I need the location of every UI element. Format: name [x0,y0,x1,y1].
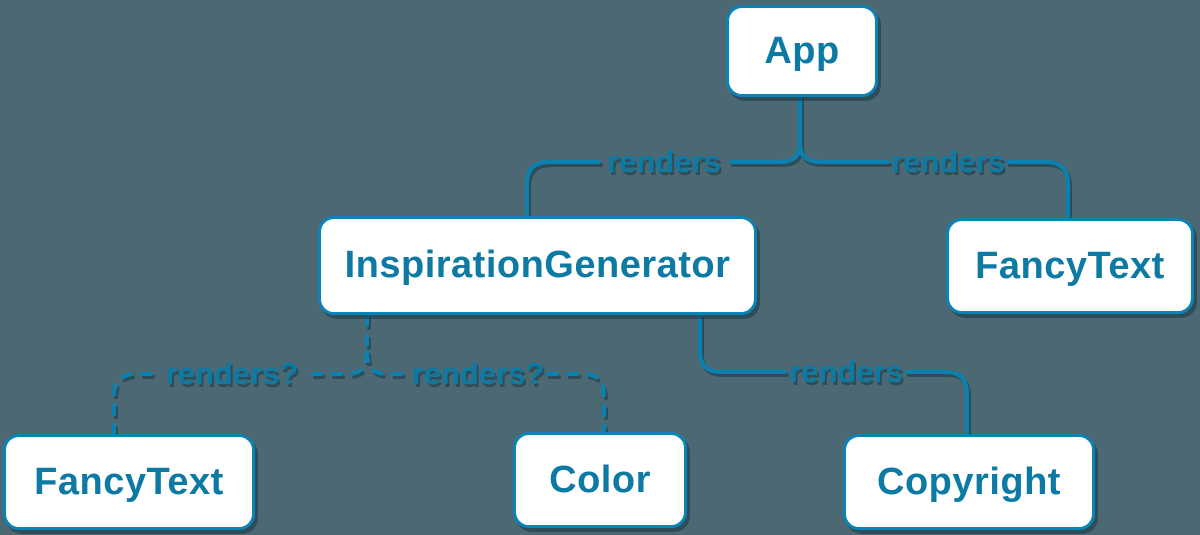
edge-inspiration-color-fork [365,350,412,376]
edge-app-fancytext-right [1006,160,1070,218]
edge-label-inspiration-fancytext: renders? [165,356,299,391]
solid-edges [525,94,1070,434]
edge-label-inspiration-copyright: renders [789,354,903,389]
edge-label-inspiration-color: renders? [411,356,545,391]
node-fancy-text-top-label: FancyText [975,244,1165,287]
edge-label-app-inspiration: renders [607,144,721,179]
node-color: Color [513,432,687,528]
edge-inspiration-copyright-left [698,314,787,374]
node-fancy-text-top: FancyText [946,218,1194,314]
edge-app-inspiration-left [525,160,601,216]
edge-inspiration-color-corner [546,372,606,432]
node-app: App [726,5,878,97]
node-app-label: App [764,29,840,72]
edge-inspiration-copyright-right [905,370,969,434]
edge-inspiration-fancytext-corner [112,372,153,434]
edge-inspiration-fancytext-fork [311,350,369,376]
node-copyright: Copyright [843,434,1095,530]
edge-label-app-fancytext: renders [891,144,1005,179]
node-inspiration-generator-label: InspirationGenerator [344,244,731,286]
node-inspiration-generator: InspirationGenerator [318,216,757,315]
node-fancy-text-bottom: FancyText [3,434,255,530]
edge-app-fancytext-left [798,142,890,164]
node-copyright-label: Copyright [877,460,1061,503]
node-color-label: Color [549,458,651,501]
edge-app-inspiration-right [729,142,802,164]
node-fancy-text-bottom-label: FancyText [34,460,224,503]
dashed-edges [112,314,606,434]
